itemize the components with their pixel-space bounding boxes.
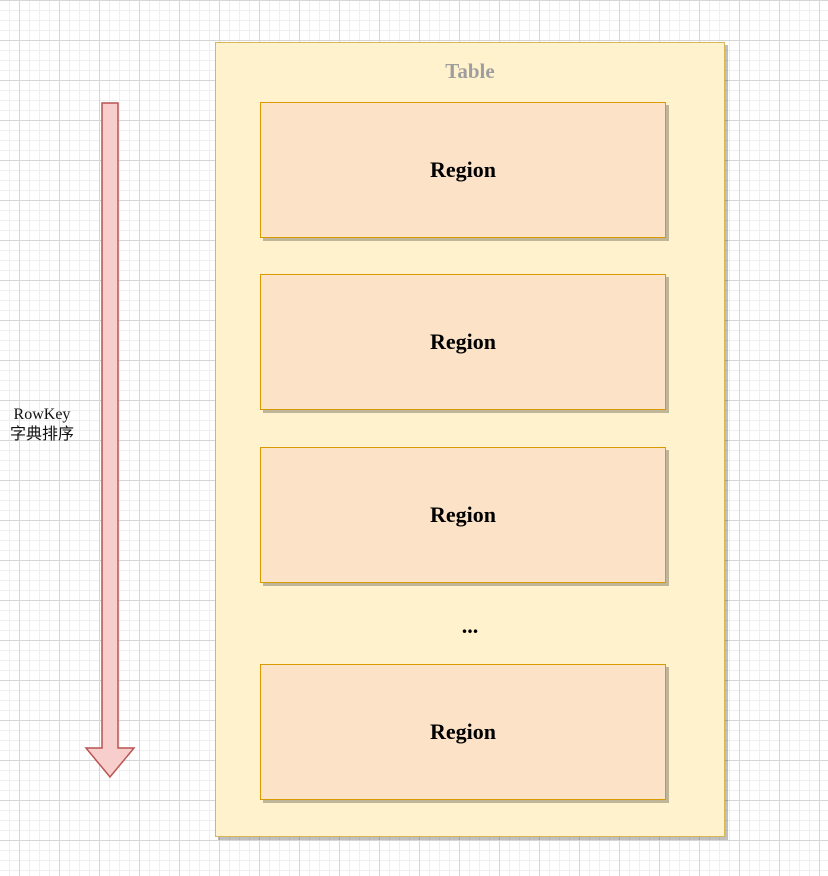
table-title: Table [445, 59, 495, 83]
region-box-4: Region [260, 664, 666, 800]
region-box-1: Region [260, 102, 666, 238]
ellipsis-indicator: ... [461, 613, 479, 638]
rowkey-label-line1: RowKey [13, 406, 71, 423]
rowkey-label: RowKey 字典排序 [0, 405, 84, 445]
down-arrow-shape [84, 102, 136, 779]
region-label-4: Region [430, 719, 496, 744]
region-label-2: Region [430, 329, 496, 354]
table-container: Table Region Region Region ... Region [215, 42, 725, 837]
region-label-1: Region [430, 157, 496, 182]
rowkey-label-line2: 字典排序 [9, 426, 74, 443]
region-label-3: Region [430, 502, 496, 527]
region-box-3: Region [260, 447, 666, 583]
region-box-2: Region [260, 274, 666, 410]
